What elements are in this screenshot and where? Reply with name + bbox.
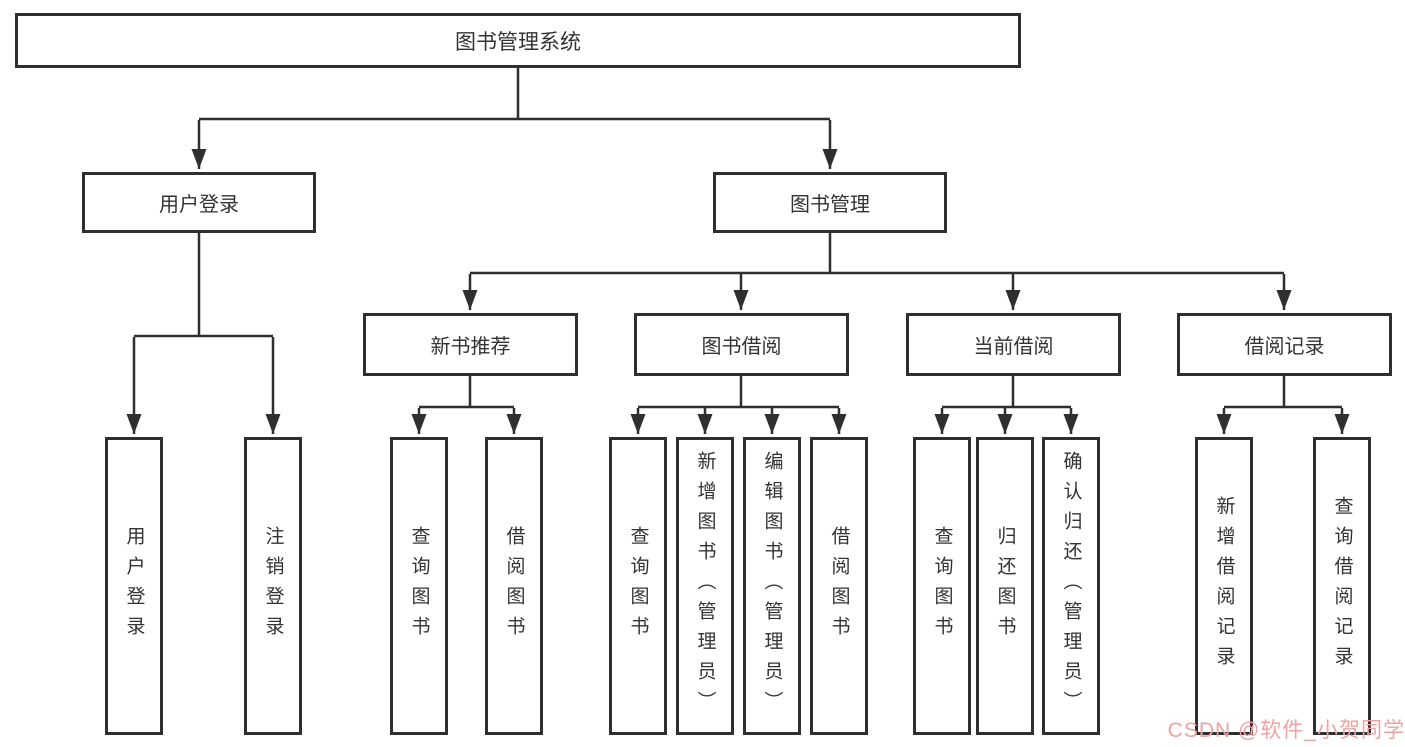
leaf-nb-borrow-books-label: 借阅图书 [503, 526, 525, 646]
csdn-watermark: CSDN @软件_小贺同学 [1167, 719, 1405, 742]
leaf-br-add-borrow-record: 新增借阅记录 [1195, 437, 1253, 735]
root-node: 图书管理系统 [15, 13, 1021, 68]
leaf-bb-query-books: 查询图书 [609, 437, 667, 735]
leaf-nb-borrow-books: 借阅图书 [485, 437, 543, 735]
branch-new-book-recommend-label: 新书推荐 [430, 336, 511, 358]
leaf-user-login: 用户登录 [105, 437, 163, 735]
branch-borrow-records: 借阅记录 [1177, 313, 1392, 376]
leaf-bb-add-books-admin: 新增图书（管理员） [676, 437, 734, 735]
branch-user-login-label: 用户登录 [159, 194, 239, 216]
leaf-cb-return-books: 归还图书 [976, 437, 1034, 735]
leaf-br-query-borrow-record-label: 查询借阅记录 [1331, 496, 1353, 676]
leaf-cb-return-books-label: 归还图书 [994, 526, 1016, 646]
branch-new-book-recommend: 新书推荐 [363, 313, 578, 376]
branch-current-borrow-label: 当前借阅 [973, 336, 1054, 358]
branch-book-management-label: 图书管理 [790, 194, 870, 216]
branch-current-borrow: 当前借阅 [906, 313, 1121, 376]
connector-lines [134, 68, 1342, 409]
branch-borrow-records-label: 借阅记录 [1244, 336, 1325, 358]
branch-book-borrow-label: 图书借阅 [701, 336, 782, 358]
leaf-bb-add-books-admin-label: 新增图书（管理员） [694, 451, 716, 721]
leaf-logout-label: 注销登录 [262, 526, 284, 646]
branch-book-management: 图书管理 [713, 172, 947, 233]
branch-user-login: 用户登录 [82, 172, 316, 233]
leaf-logout: 注销登录 [244, 437, 302, 735]
leaf-user-login-label: 用户登录 [123, 526, 145, 646]
leaf-br-add-borrow-record-label: 新增借阅记录 [1213, 496, 1235, 676]
connector-arrows [126, 120, 1350, 434]
leaf-cb-query-books: 查询图书 [913, 437, 971, 735]
leaf-cb-confirm-return-admin: 确认归还（管理员） [1042, 437, 1100, 735]
leaf-nb-query-books-label: 查询图书 [408, 526, 430, 646]
leaf-bb-borrow-books: 借阅图书 [810, 437, 868, 735]
root-node-label: 图书管理系统 [455, 30, 581, 54]
leaf-bb-edit-books-admin-label: 编辑图书（管理员） [761, 451, 783, 721]
leaf-bb-edit-books-admin: 编辑图书（管理员） [743, 437, 801, 735]
leaf-cb-query-books-label: 查询图书 [931, 526, 953, 646]
leaf-cb-confirm-return-admin-label: 确认归还（管理员） [1060, 451, 1082, 721]
leaf-br-query-borrow-record: 查询借阅记录 [1313, 437, 1371, 735]
leaf-bb-borrow-books-label: 借阅图书 [828, 526, 850, 646]
leaf-bb-query-books-label: 查询图书 [627, 526, 649, 646]
branch-book-borrow: 图书借阅 [634, 313, 849, 376]
leaf-nb-query-books: 查询图书 [390, 437, 448, 735]
